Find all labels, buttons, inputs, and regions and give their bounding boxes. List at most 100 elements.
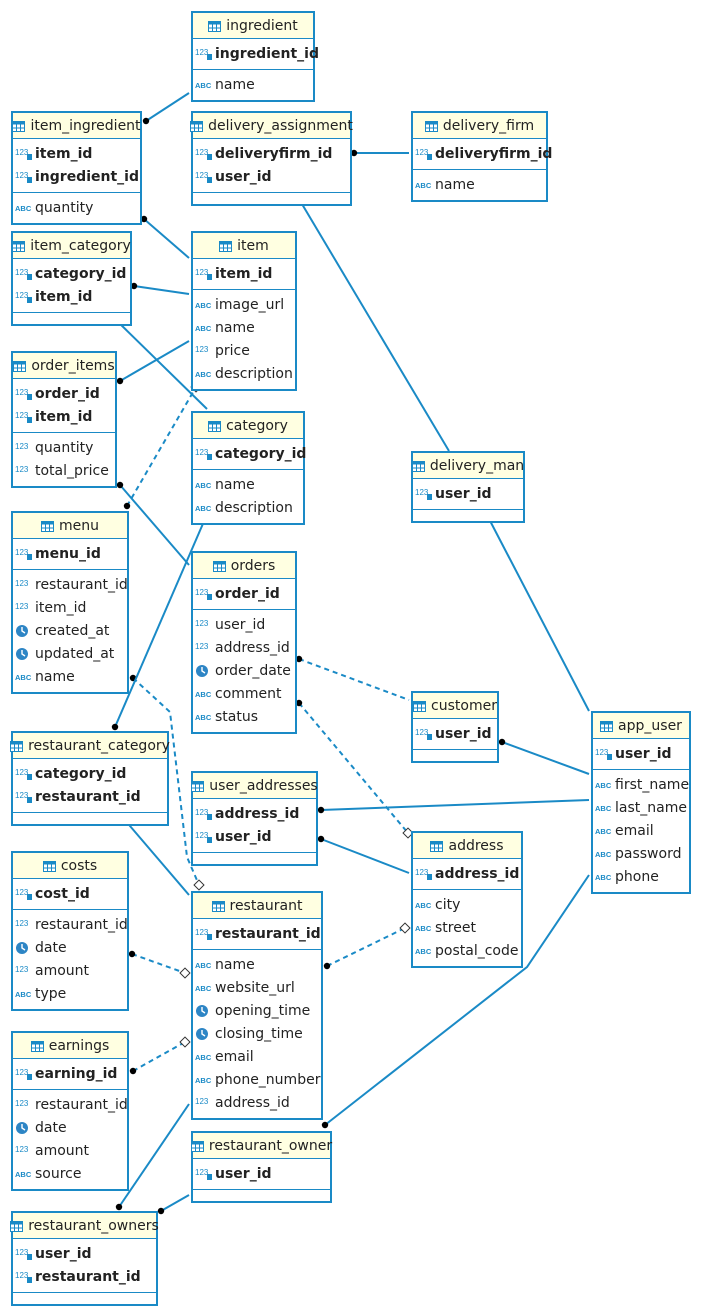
relationship-restaurant-category-to-restaurant[interactable] [120,815,190,896]
column-row[interactable]: updated_at [13,642,127,665]
relationship-user-addresses-to-address[interactable] [317,835,410,874]
relationship-customer-to-app-user[interactable] [498,738,590,775]
table-header[interactable]: delivery_man [411,453,524,479]
table-header[interactable]: item [193,233,295,259]
relationship-menu-to-restaurant[interactable] [129,674,205,891]
relationship-item-ingredient-to-item[interactable] [140,215,190,259]
relationship-item-ingredient-to-ingredient[interactable] [142,92,190,125]
table-header[interactable]: order_items [13,353,115,379]
table-header[interactable]: restaurant_owner [190,1133,332,1159]
table-header[interactable]: user_addresses [191,773,318,799]
table-header[interactable]: item_ingredient [12,113,141,139]
relationship-restaurant-owners-to-restaurant[interactable] [115,1103,190,1211]
column-row[interactable]: order_date [193,659,295,682]
table-header[interactable]: delivery_assignment [190,113,353,139]
table-header[interactable]: app_user [593,713,689,739]
table-header[interactable]: restaurant [193,893,321,919]
relationship-user-addresses-to-app-user[interactable] [317,799,590,814]
table-header[interactable]: menu [13,513,127,539]
relationship-earnings-to-restaurant[interactable] [129,1036,191,1075]
table-header[interactable]: ingredient [193,13,313,39]
table-header[interactable]: customer [413,693,497,719]
relationship-order-items-to-item[interactable] [116,340,190,385]
relationship-restaurant-to-address[interactable] [323,922,411,970]
relationship-order-items-to-orders[interactable] [116,481,190,566]
relationship-orders-to-customer[interactable] [295,655,410,701]
column-row[interactable]: opening_time [193,999,321,1022]
table-header[interactable]: restaurant_category [10,733,170,759]
relationship-delivery-assignment-to-delivery-firm[interactable] [350,149,409,157]
relationship-item-category-to-item[interactable] [130,282,190,295]
relationship-delivery-assignment-to-delivery-man[interactable] [295,195,450,452]
table-header[interactable]: costs [13,853,127,879]
table-header[interactable]: earnings [13,1033,127,1059]
relationship-restaurant-category-to-category[interactable] [111,518,206,731]
column-row[interactable]: date [13,936,127,959]
